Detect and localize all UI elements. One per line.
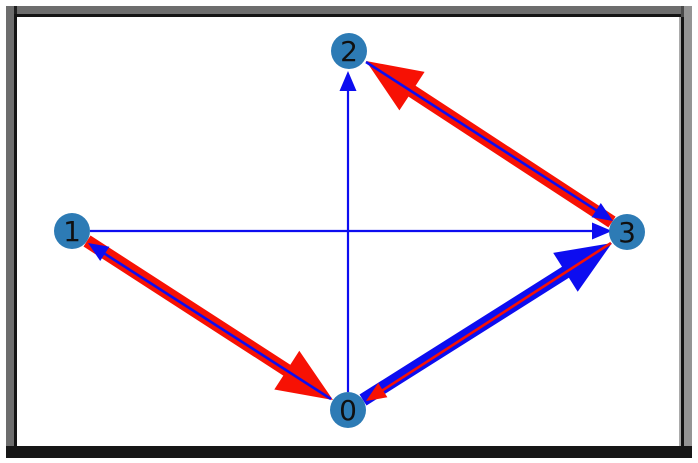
edge-1-to-3-thin	[90, 222, 612, 240]
plot-border-right	[681, 17, 684, 446]
graph-node-label-0: 0	[339, 394, 357, 427]
edge-0-to-2-thin	[339, 71, 357, 392]
edge-2-to-3-thin	[365, 60, 613, 222]
plot-border-top	[14, 14, 681, 17]
plot-border-bottom-band	[6, 446, 692, 458]
edge-0-to-1-thin	[88, 243, 332, 401]
graph-node-0	[330, 392, 366, 428]
graph-node-2	[331, 33, 367, 69]
graph-node-3	[609, 214, 645, 250]
window-frame-left-bar	[6, 6, 14, 446]
graph-node-label-1: 1	[63, 215, 81, 248]
window-frame-right-inner-line	[679, 17, 681, 446]
edge-3-to-0-thin	[366, 241, 612, 401]
plot-border-left	[14, 17, 17, 446]
graph-node-label-3: 3	[618, 216, 636, 249]
window-frame-right-bar	[684, 6, 692, 446]
graph-node-label-2: 2	[340, 35, 358, 68]
graph-node-1	[54, 213, 90, 249]
window-frame-top-bar	[6, 6, 692, 14]
